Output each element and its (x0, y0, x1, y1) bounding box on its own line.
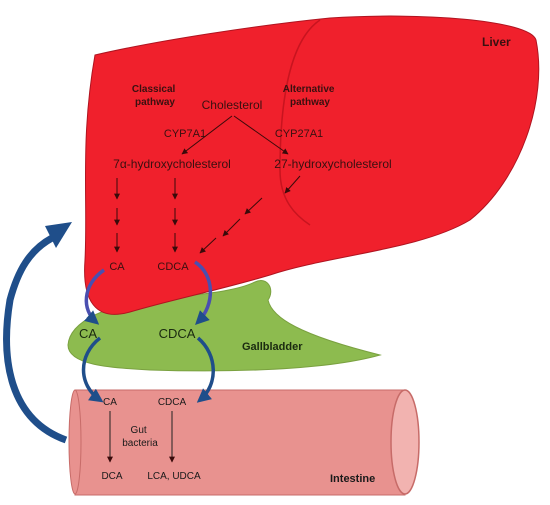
classical-line-2: pathway (135, 97, 175, 108)
gut-line-1: Gut (131, 425, 147, 436)
hydroxy27-label: 27-hydroxycholesterol (274, 157, 391, 171)
gallbladder-cdca-label: CDCA (159, 326, 196, 341)
gallbladder-label: Gallbladder (242, 341, 303, 353)
cyp27a1-label: CYP27A1 (275, 128, 323, 140)
intestine-dca-label: DCA (101, 471, 122, 482)
classical-line-1: Classical (132, 84, 176, 95)
gut-bacteria-label: Gut bacteria (122, 425, 158, 449)
gallbladder-ca-label: CA (79, 326, 97, 341)
liver-label: Liver (482, 35, 511, 49)
classical-pathway-label: Classical pathway (132, 84, 178, 108)
liver-cdca-label: CDCA (157, 261, 189, 273)
alternative-line-2: pathway (290, 97, 330, 108)
cholesterol-label: Cholesterol (202, 98, 263, 112)
liver-to-gallbladder-arrows (84, 260, 213, 325)
intestine-ca-label: CA (103, 397, 117, 408)
intestine-lca-udca-label: LCA, UDCA (147, 471, 201, 482)
cyp7a1-label: CYP7A1 (164, 128, 206, 140)
alternative-step-arrows (199, 175, 301, 254)
intestine-label: Intestine (330, 473, 375, 485)
gut-line-2: bacteria (122, 438, 158, 449)
intestine-shape (68, 389, 420, 496)
recirculation-arrow (3, 222, 72, 444)
intestine-cdca-label: CDCA (158, 397, 187, 408)
bacteria-conversion-arrows (107, 411, 175, 463)
cholesterol-branch-arrows (181, 115, 289, 155)
gallbladder-to-intestine-arrows (81, 336, 215, 403)
hydroxy7-label: 7α-hydroxycholesterol (113, 157, 231, 171)
liver-ca-label: CA (109, 261, 125, 273)
liver-shape (84, 15, 540, 315)
alternative-pathway-label: Alternative pathway (283, 84, 337, 108)
alternative-line-1: Alternative (283, 84, 335, 95)
classical-step-arrows (114, 178, 178, 253)
